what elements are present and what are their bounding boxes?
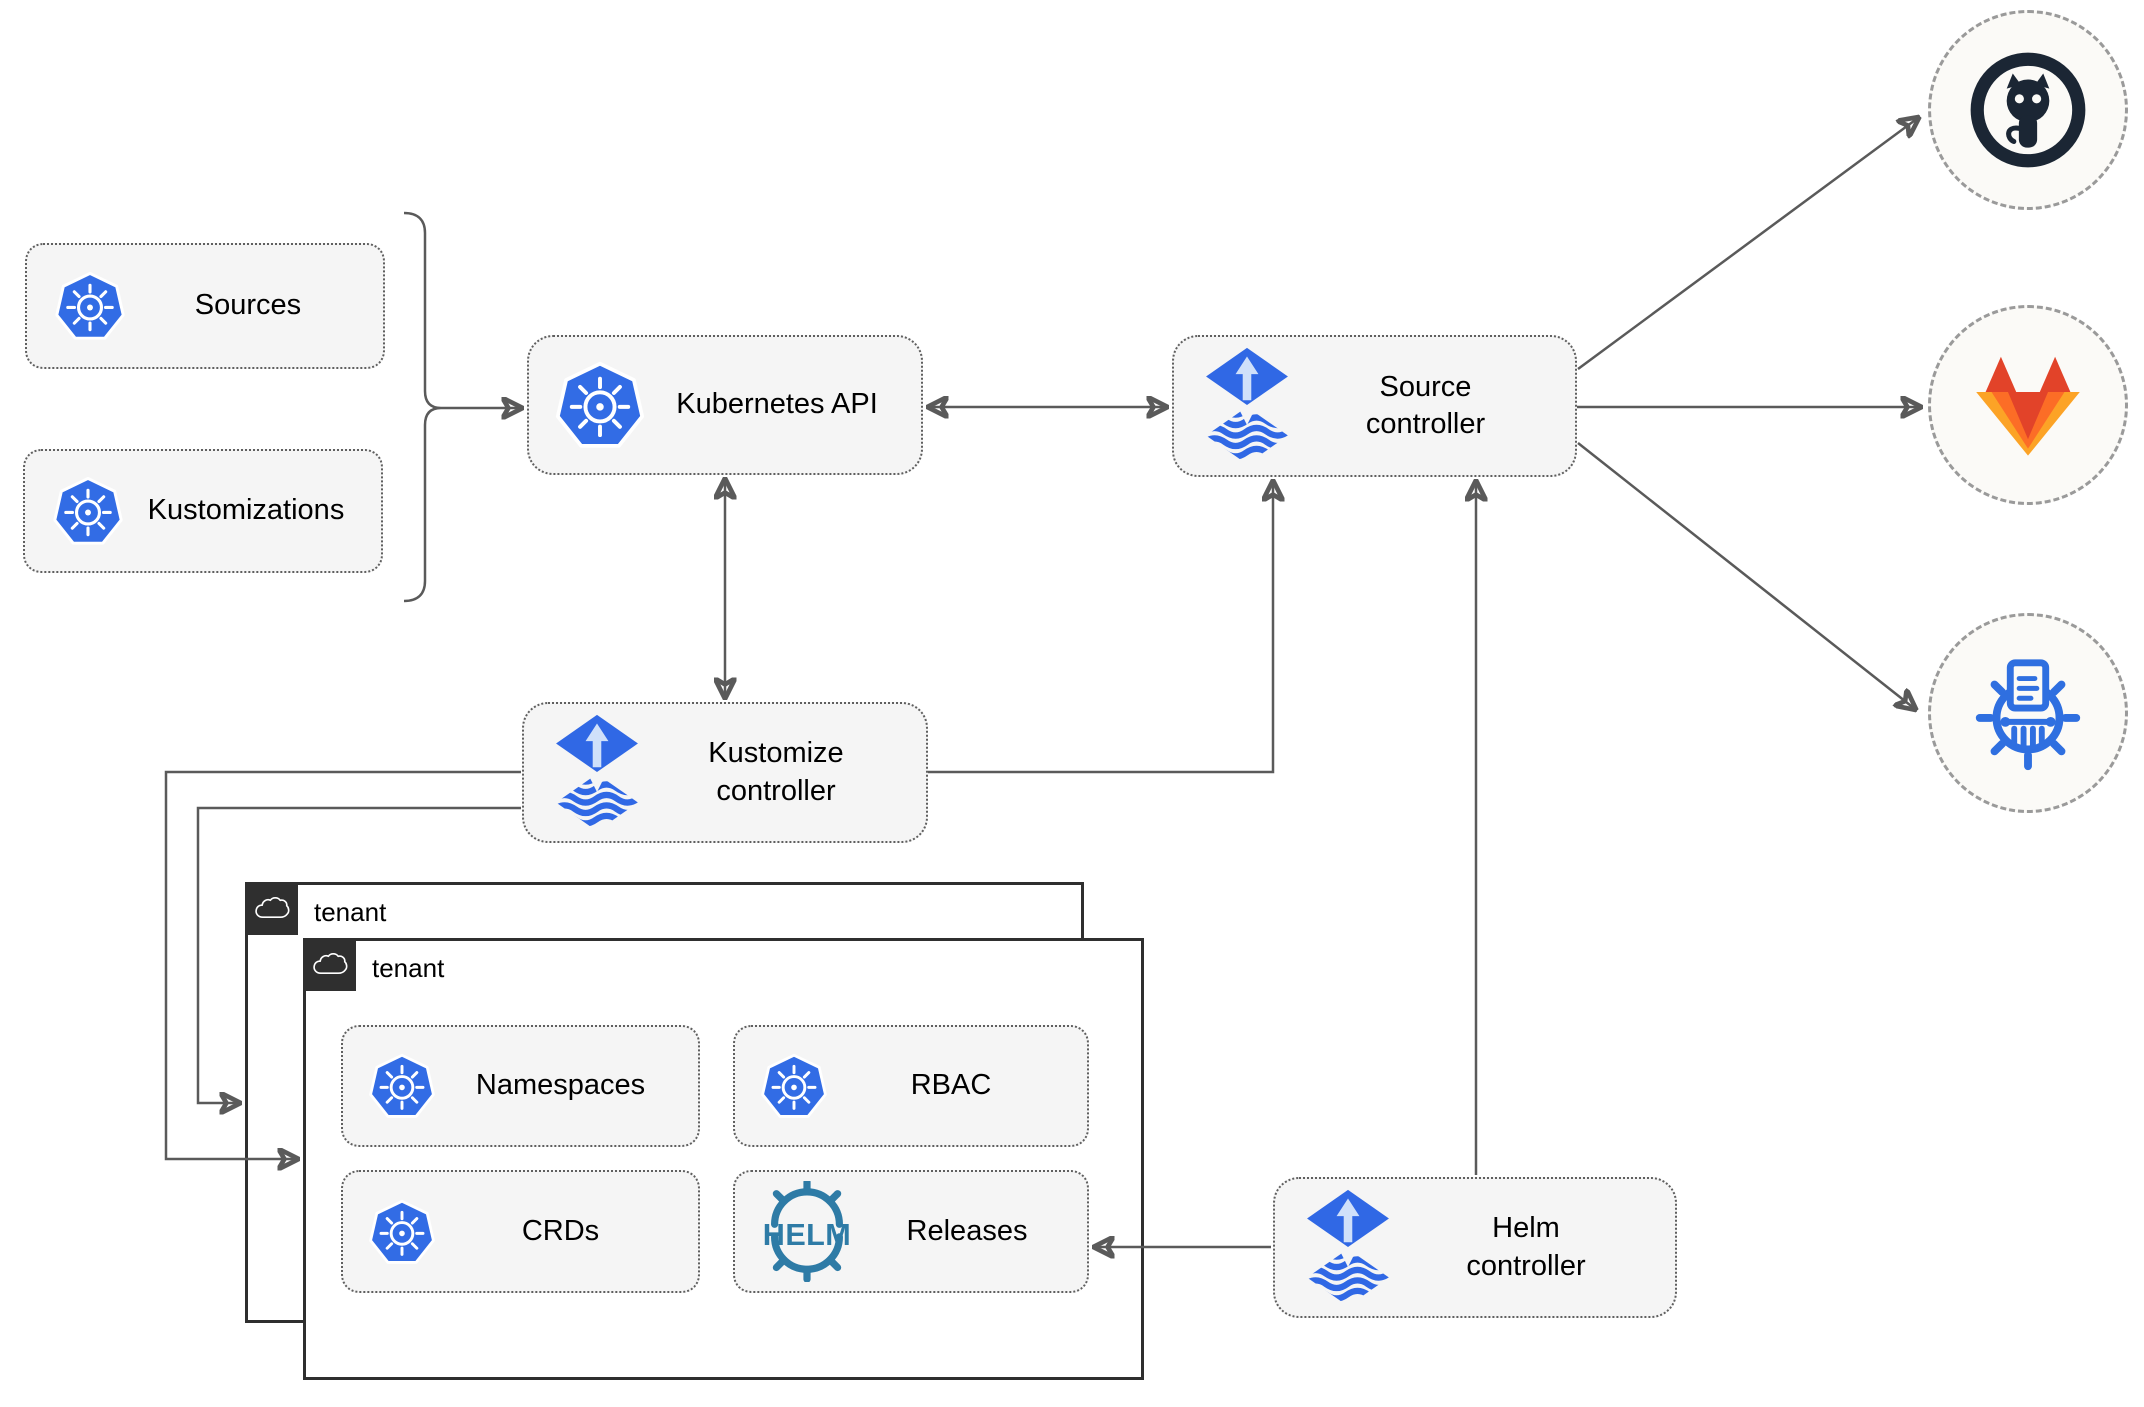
edge-source-controller-to-chart-repository [1577,442,1915,709]
tenant-front-tab [303,938,356,991]
node-namespaces: Namespaces [341,1025,700,1147]
node-source-controller-label: Source controller [1365,370,1486,440]
node-source-controller: Source controller [1172,335,1577,477]
tenant-back-label: tenant [314,897,387,927]
node-kustomize-controller-label: Kustomize controller [708,737,844,807]
kubernetes-icon [553,358,647,452]
node-releases-label: Releases [906,1214,1028,1247]
helm-logo-icon [753,1181,861,1282]
helm-chart-repository-icon [1964,649,2092,777]
kubernetes-icon [51,474,125,548]
node-kubernetes-api-label: Kubernetes API [676,388,878,421]
github-icon [1962,44,2094,176]
tenant-front-label: tenant [372,953,445,983]
node-kustomizations: Kustomizations [23,449,383,573]
node-rbac-label: RBAC [910,1069,992,1102]
node-rbac: RBAC [733,1025,1089,1147]
node-helm-controller-label: Helm controller [1466,1212,1586,1282]
cloud-icon [254,896,290,921]
node-namespaces-label: Namespaces [475,1069,646,1102]
kubernetes-icon [53,269,127,343]
sources-bracket [403,211,442,603]
node-releases: Releases [733,1170,1089,1293]
edge-kustomize-controller-to-source-controller [928,482,1273,774]
endpoint-chart-repository [1928,613,2128,813]
node-kustomizations-label: Kustomizations [147,494,345,527]
node-kustomize-controller: Kustomize controller [522,702,928,843]
cloud-icon [312,952,348,977]
tenant-frame-front: tenant [303,938,1144,1380]
node-sources-label: Sources [194,289,302,322]
kubernetes-icon [367,1051,437,1121]
node-kubernetes-api: Kubernetes API [527,335,923,475]
edge-source-controller-to-github [1577,118,1918,371]
node-crds: CRDs [341,1170,700,1293]
flux-icon [554,713,640,833]
flux-icon [1305,1188,1391,1308]
kubernetes-icon [367,1197,437,1267]
endpoint-gitlab [1928,305,2128,505]
tenant-back-tab [245,882,298,935]
kubernetes-icon [759,1051,829,1121]
flux-icon [1204,346,1290,466]
node-sources: Sources [25,243,385,369]
endpoint-github [1928,10,2128,210]
gitlab-icon [1969,352,2087,458]
node-crds-label: CRDs [521,1214,600,1247]
node-helm-controller: Helm controller [1273,1177,1677,1318]
